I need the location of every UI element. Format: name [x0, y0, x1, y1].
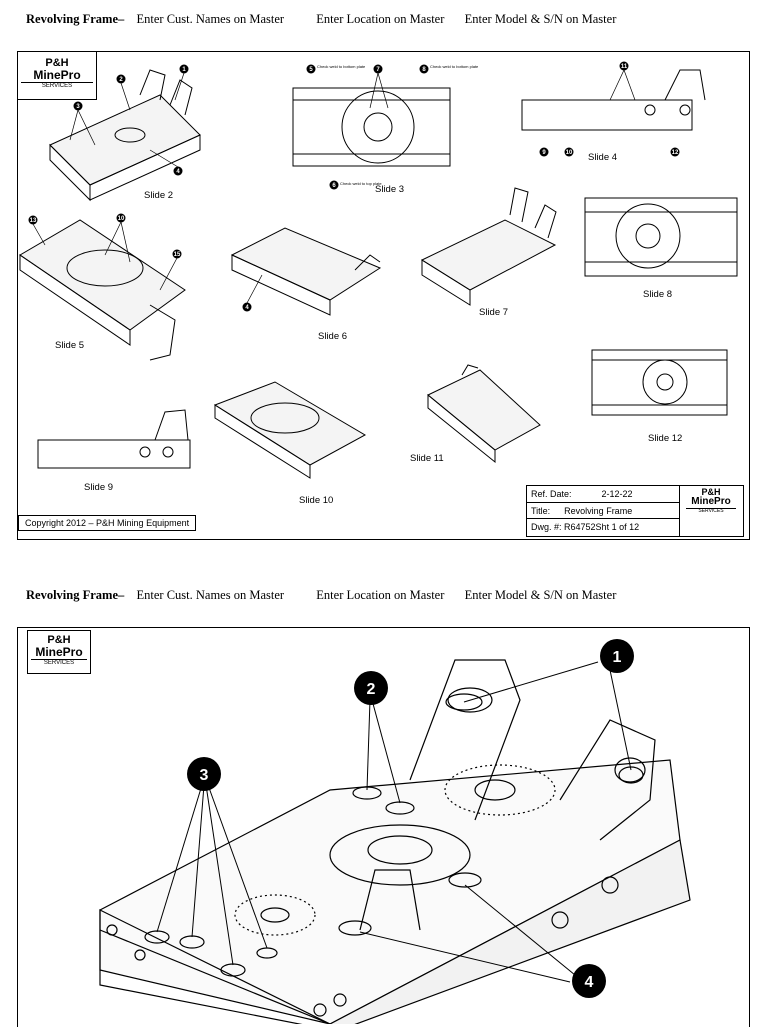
titleblock-logo: P&H MinePro SERVICES: [683, 488, 739, 516]
page-header: Revolving Frame– Enter Cust. Names on Ma…: [26, 12, 616, 27]
header-model-field: Enter Model & S/N on Master: [464, 12, 617, 26]
caption-slide-4: Slide 4: [588, 152, 618, 163]
title-row: Title:Revolving Frame: [527, 503, 679, 520]
sheet1-frame: [17, 51, 750, 540]
sheet1-logo: P&H MinePro SERVICES: [17, 51, 97, 100]
caption-slide-7: Slide 7: [479, 307, 509, 318]
sheet2-frame: [17, 627, 750, 1027]
ref-date-row: Ref. Date:2-12-22: [527, 486, 679, 503]
caption-slide-11: Slide 11: [410, 453, 444, 464]
caption-slide-9: Slide 9: [84, 482, 114, 493]
title-block: Ref. Date:2-12-22 Title:Revolving Frame …: [526, 485, 744, 537]
caption-slide-3: Slide 3: [375, 184, 405, 195]
header-customer-field: Enter Cust. Names on Master: [136, 12, 285, 26]
header-title: Revolving Frame: [26, 12, 118, 26]
caption-slide-12: Slide 12: [648, 433, 683, 444]
copyright-notice: Copyright 2012 – P&H Mining Equipment: [18, 515, 197, 531]
caption-slide-10: Slide 10: [299, 495, 334, 506]
caption-slide-2: Slide 2: [144, 190, 174, 201]
dwg-row: Dwg. #: R64752Sht 1 of 12: [531, 522, 640, 533]
header-dash: –: [118, 12, 125, 26]
caption-slide-8: Slide 8: [643, 289, 673, 300]
caption-slide-5: Slide 5: [55, 340, 85, 351]
page-header-2: Revolving Frame– Enter Cust. Names on Ma…: [26, 588, 617, 602]
caption-slide-6: Slide 6: [318, 331, 348, 342]
sheet2-logo: P&H MinePro SERVICES: [27, 630, 91, 674]
header-location-field: Enter Location on Master: [316, 12, 445, 26]
